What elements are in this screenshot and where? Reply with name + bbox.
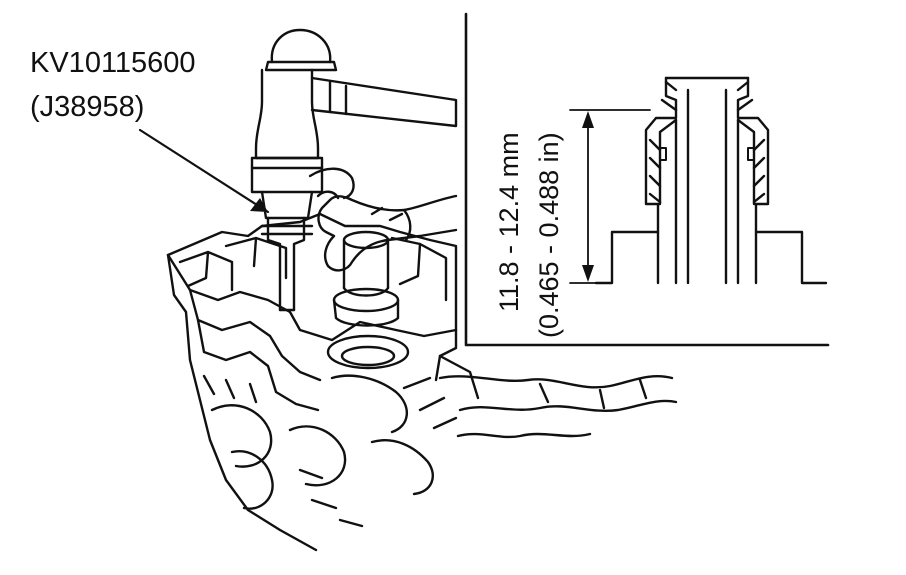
tool-shaft <box>266 216 306 312</box>
tool-alt-part-number: (J38958) <box>30 91 144 123</box>
spring-seat-pocket <box>326 334 410 370</box>
hand-illustration <box>308 167 458 272</box>
cam-bearing-left <box>178 250 234 292</box>
valve-guide <box>656 118 758 285</box>
dimension-arrow-up <box>582 111 594 128</box>
cylinder-head-deck <box>166 253 458 342</box>
head-surface-profile <box>594 230 828 285</box>
hammer-ball-peen <box>270 28 332 64</box>
spec-imperial: (0.465 - 0.488 in) <box>534 132 564 338</box>
cam-bearing-mid <box>224 236 288 280</box>
tool-part-number: KV10115600 <box>30 47 196 79</box>
spec-metric: 11.8 - 12.4 mm <box>494 132 524 312</box>
valve-lifter <box>332 230 400 327</box>
cylinder-head-breakline <box>438 374 678 439</box>
inset-detail-frame <box>464 12 830 347</box>
cylinder-head-illustration <box>166 212 678 552</box>
hand-outline <box>317 194 458 272</box>
valve-seal-cross-section <box>594 76 828 285</box>
valve-stem <box>686 88 728 285</box>
seal-installer-tool <box>260 216 314 312</box>
cam-bearing-right <box>390 236 448 302</box>
seal-height-dimension <box>569 109 651 284</box>
dimension-arrow-down <box>582 265 594 282</box>
hammer-head <box>254 68 320 160</box>
callout-leader-line <box>138 128 270 214</box>
